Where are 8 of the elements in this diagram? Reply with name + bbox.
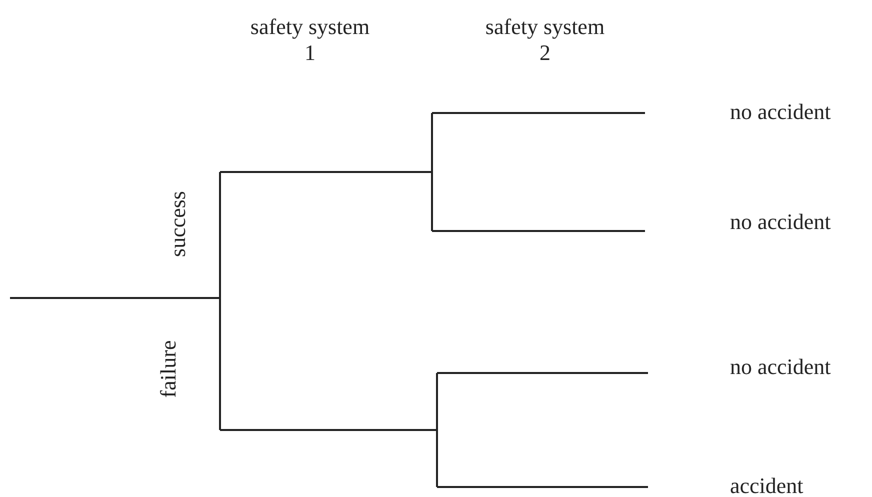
outcome-label: accident	[730, 473, 804, 497]
branch-label: success	[165, 191, 191, 257]
column-heading: safety system 2	[485, 14, 605, 66]
column-heading: safety system 1	[250, 14, 370, 66]
outcome-label: no accident	[730, 209, 831, 235]
outcome-label: no accident	[730, 354, 831, 380]
branch-label: failure	[156, 340, 182, 398]
outcome-label: no accident	[730, 99, 831, 125]
